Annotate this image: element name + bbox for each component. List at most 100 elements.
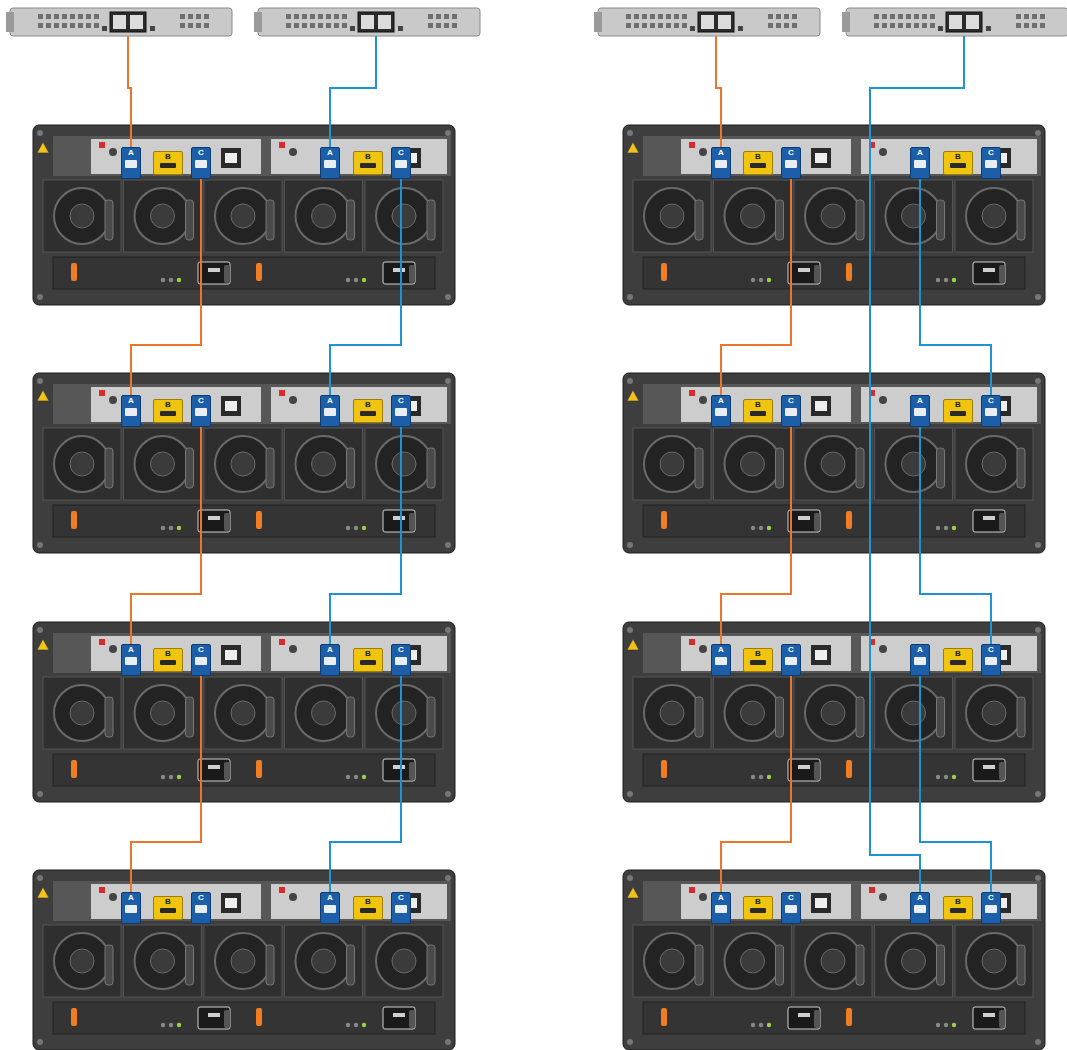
psu-handle [409, 762, 415, 780]
vent-hole [452, 23, 457, 28]
fan-handle [186, 448, 194, 488]
port-icon [750, 163, 766, 168]
sas-port [110, 12, 146, 32]
fan [725, 188, 781, 244]
sas-port [946, 12, 982, 32]
expansion-port: C [981, 892, 1001, 924]
port-icon [750, 908, 766, 913]
fan-handle [266, 200, 274, 240]
fault-led [279, 639, 285, 645]
vent-hole [188, 23, 193, 28]
expansion-port: A [320, 892, 340, 924]
vent-hole [188, 23, 193, 28]
vent-hole [436, 23, 441, 28]
fan-handle [856, 200, 864, 240]
expansion-port: C [781, 892, 801, 924]
power-socket [983, 268, 995, 272]
power-socket [393, 268, 405, 272]
vent-hole [180, 23, 185, 28]
vent-hole [196, 23, 201, 28]
status-led [879, 396, 887, 404]
psu-latch [661, 263, 667, 281]
fan-hub [151, 701, 175, 725]
port-icon [785, 160, 797, 168]
expansion-enclosure [33, 870, 455, 1050]
screw [1035, 791, 1041, 797]
screw [627, 294, 633, 300]
fan-bay [285, 925, 363, 997]
sas-cable [131, 427, 201, 644]
fan-hub [741, 701, 765, 725]
fault-led [99, 639, 105, 645]
power-socket [393, 765, 405, 769]
fan-bay [955, 925, 1033, 997]
power-socket [983, 765, 995, 769]
fan-handle [347, 448, 355, 488]
port-icon [395, 905, 407, 913]
vent-hole [930, 14, 935, 19]
fan [296, 933, 352, 989]
fan-handle [347, 945, 355, 985]
io-module [861, 387, 1037, 422]
vent-hole [634, 23, 639, 28]
server-port: B [353, 151, 383, 175]
sas-port [358, 12, 394, 32]
vent-hole [642, 23, 647, 28]
vent-hole [1040, 23, 1045, 28]
io-module [91, 636, 261, 671]
psu-bay [53, 754, 435, 786]
psu-handle [999, 513, 1005, 531]
vent-hole [1032, 14, 1037, 19]
port-label: A [718, 148, 724, 157]
sas-cable [721, 179, 791, 395]
fault-led [689, 142, 695, 148]
fan-hub [151, 452, 175, 476]
fan [966, 436, 1022, 492]
vent-hole [890, 23, 895, 28]
vent-hole [768, 14, 773, 19]
port-icon [750, 660, 766, 665]
vent-hole [1032, 14, 1037, 19]
sas-port [130, 15, 143, 29]
sas-port [718, 15, 731, 29]
fan-bay [124, 180, 202, 252]
sas-cable [920, 427, 991, 644]
vent-hole [38, 14, 43, 19]
port-label: A [128, 645, 134, 654]
fan-bay [204, 677, 282, 749]
vent-hole [666, 23, 671, 28]
vent-hole [906, 14, 911, 19]
power-socket [788, 510, 820, 532]
expansion-enclosure [623, 125, 1045, 305]
fan [886, 685, 942, 741]
card-led [398, 26, 403, 31]
rj45-port [815, 153, 827, 163]
screw [1035, 1039, 1041, 1045]
server-port: B [153, 648, 183, 672]
vent-hole [768, 14, 773, 19]
fan [886, 933, 942, 989]
power-socket [383, 759, 415, 781]
sas-port [113, 15, 126, 29]
port-label: A [917, 893, 923, 902]
vent-hole [428, 23, 433, 28]
vent-hole [436, 23, 441, 28]
vent-hole [1016, 14, 1021, 19]
fan-hub [392, 204, 416, 228]
expansion-enclosure [623, 622, 1045, 802]
port-label: A [718, 893, 724, 902]
psu-latch [661, 511, 667, 529]
psu-led [362, 526, 366, 530]
psu-led [767, 278, 771, 282]
fan-handle [776, 945, 784, 985]
port-label: B [165, 152, 171, 161]
fan-handle [856, 945, 864, 985]
port-label: B [165, 400, 171, 409]
fan [376, 933, 432, 989]
port-label: A [327, 148, 333, 157]
fan-bay [633, 428, 711, 500]
card-led [986, 26, 991, 31]
psu-latch [256, 511, 262, 529]
vent-hole [94, 23, 99, 28]
port-icon [914, 160, 926, 168]
